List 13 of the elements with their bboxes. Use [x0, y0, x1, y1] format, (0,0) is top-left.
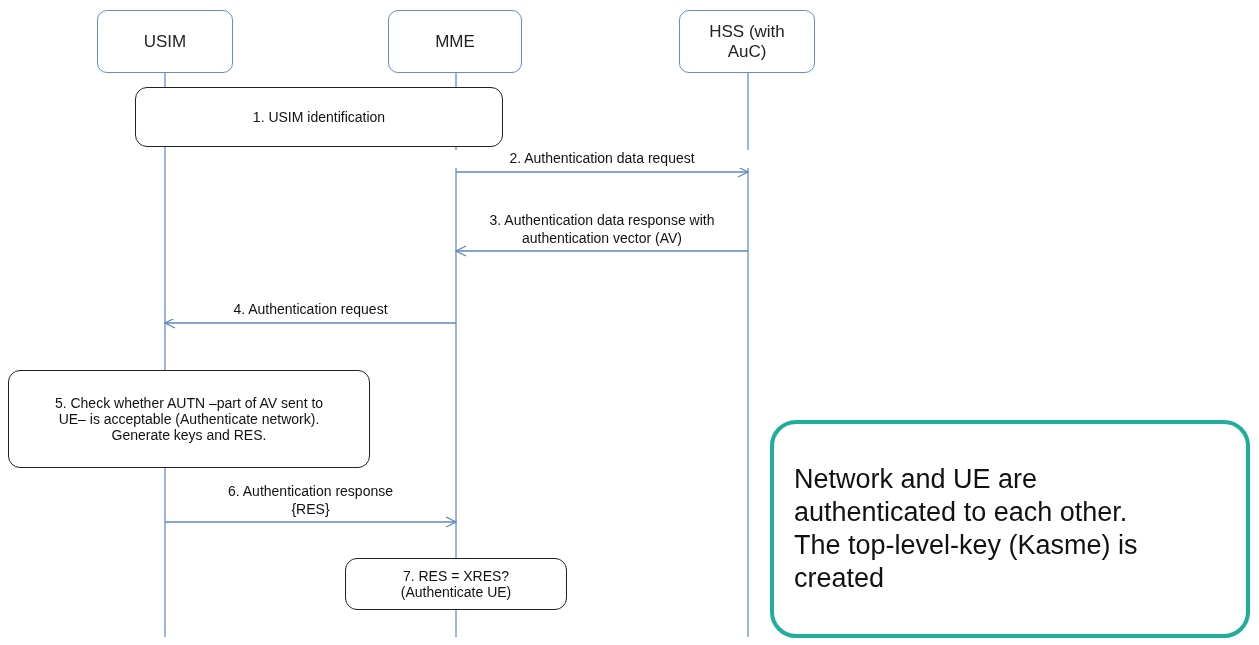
process-box: 7. RES = XRES? (Authenticate UE) [345, 558, 567, 610]
message-arrow [164, 317, 457, 329]
message-arrow [164, 516, 457, 528]
note-box: Network and UE are authenticated to each other. The top-level-key (Kasme) is created [770, 420, 1250, 638]
message-label: 2. Authentication data request [452, 150, 752, 168]
participant-box: MME [388, 10, 522, 73]
message-label: 3. Authentication data response with authentication vector (AV) [487, 212, 717, 247]
message-arrow [455, 245, 749, 257]
participant-box: USIM [97, 10, 233, 73]
process-box: 5. Check whether AUTN –part of AV sent to UE– is acceptable (Authenticate network). Generate keys and RES. [8, 370, 370, 468]
process-box: 1. USIM identification [135, 87, 503, 147]
message-arrow [455, 166, 749, 178]
participant-box: HSS (with AuC) [679, 10, 815, 73]
